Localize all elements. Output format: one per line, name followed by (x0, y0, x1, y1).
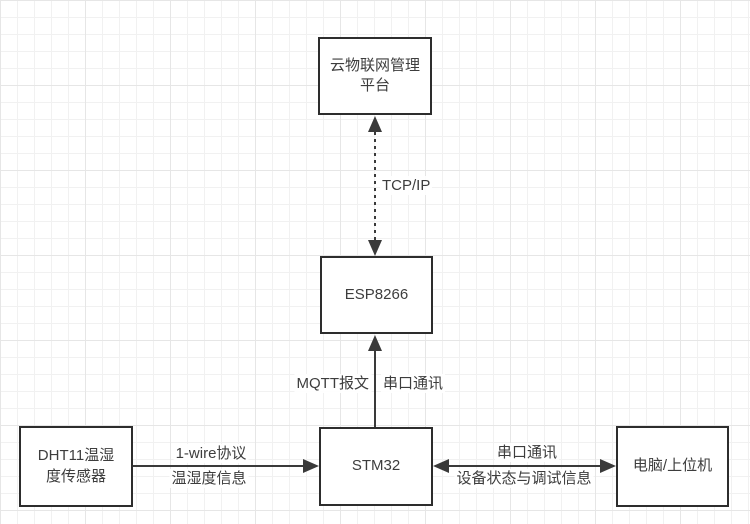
edge-stm32-pc-line (448, 465, 601, 467)
edge-stm32-esp-line (374, 350, 376, 427)
node-pc-host: 电脑/上位机 (616, 426, 729, 507)
node-pc-host-label: 电脑/上位机 (632, 457, 713, 475)
node-stm32-label: STM32 (351, 457, 401, 475)
node-cloud-platform-label: 云物联网管理平台 (329, 56, 420, 94)
arrowhead-up-icon (368, 116, 382, 132)
edge-label-tcpip: TCP/IP (380, 176, 433, 195)
node-esp8266-label: ESP8266 (344, 285, 409, 303)
edge-label-1wire: 1-wire协议 (173, 444, 249, 463)
edge-label-humidity-info: 温湿度信息 (169, 469, 249, 488)
arrowhead-right-icon (600, 459, 616, 473)
node-dht11-sensor: DHT11温湿度传感器 (19, 426, 133, 507)
node-dht11-sensor-label: DHT11温湿度传感器 (37, 447, 115, 485)
edge-label-device-status: 设备状态与调试信息 (454, 469, 594, 488)
edge-label-mqtt: MQTT报文 (294, 374, 371, 393)
node-stm32: STM32 (319, 427, 433, 506)
edge-label-serial-horizontal: 串口通讯 (494, 443, 560, 462)
arrowhead-right-icon (303, 459, 319, 473)
node-esp8266: ESP8266 (320, 256, 433, 334)
arrowhead-up-icon (368, 335, 382, 351)
edge-dht11-stm32-line (133, 465, 305, 467)
node-cloud-platform: 云物联网管理平台 (318, 37, 432, 115)
edge-label-serial-vertical: 串口通讯 (381, 374, 446, 393)
arrowhead-down-icon (368, 240, 382, 256)
edge-cloud-esp-line (374, 132, 376, 240)
arrowhead-left-icon (433, 459, 449, 473)
